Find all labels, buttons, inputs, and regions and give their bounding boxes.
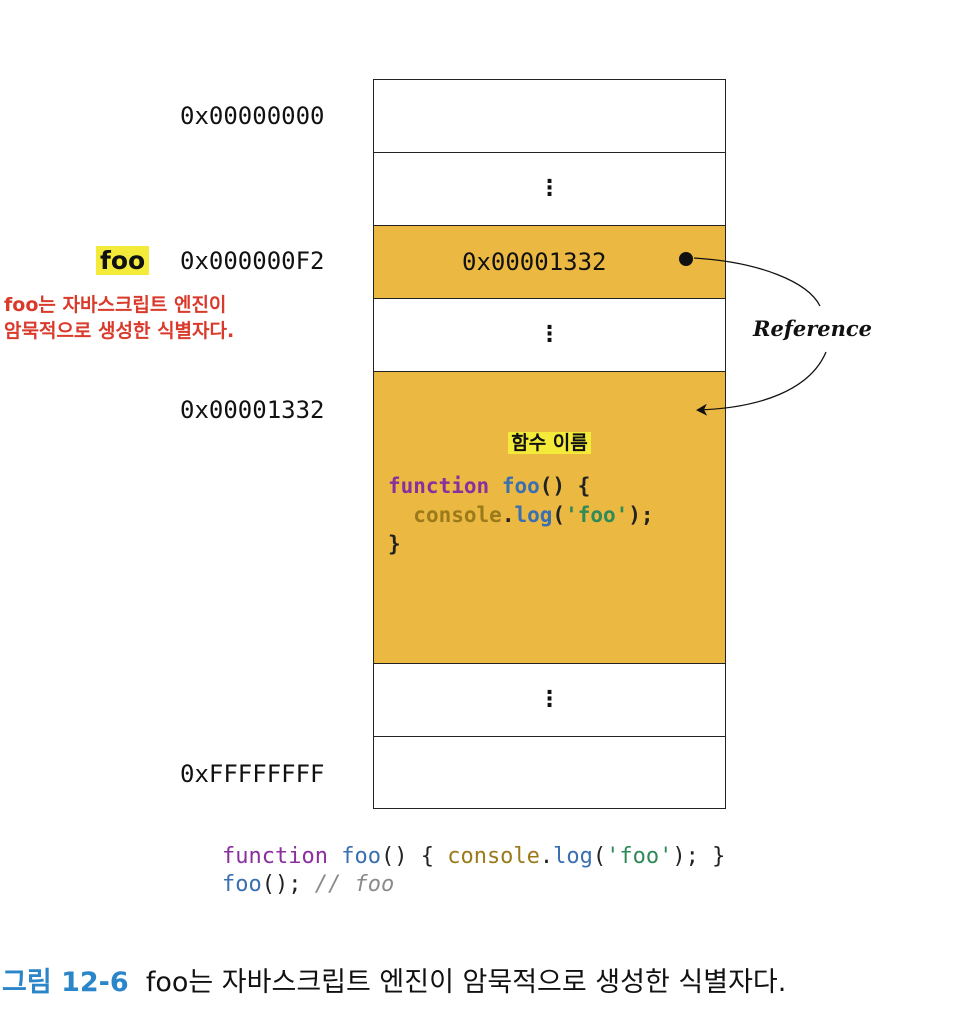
ellipsis-icon: ⋮ (538, 322, 561, 347)
pointer-dot-icon (679, 252, 693, 266)
figure-caption: 그림 12-6 foo는 자바스크립트 엔진이 암묵적으로 생성한 식별자다. (2, 960, 786, 999)
address-bottom: 0xFFFFFFFF (180, 760, 325, 788)
memory-cell-gap-3: ⋮ (374, 664, 725, 737)
memory-diagram: ⋮ 0x00001332 ⋮ 함수 이름 function foo() { co… (373, 79, 726, 809)
reference-label: Reference (753, 316, 873, 341)
identifier-foo: foo (96, 245, 150, 280)
function-name-label: 함수 이름 (508, 432, 591, 454)
reference-arrow (693, 257, 827, 416)
memory-cell-function: 함수 이름 function foo() { console.log('foo'… (374, 372, 725, 664)
ellipsis-icon: ⋮ (538, 176, 561, 201)
caption-number: 그림 12-6 (2, 967, 129, 998)
function-code: function foo() { console.log('foo'); } (388, 474, 654, 556)
address-foo: 0x000000F2 (180, 247, 325, 275)
ellipsis-icon: ⋮ (538, 687, 561, 712)
reference-arrow-lower-curve (696, 351, 827, 416)
reference-arrow-upper-curve (693, 257, 821, 307)
caption-text: foo는 자바스크립트 엔진이 암묵적으로 생성한 식별자다. (145, 967, 787, 998)
foo-cell-value: 0x00001332 (462, 248, 607, 276)
identifier-note: foo는 자바스크립트 엔진이 암묵적으로 생성한 식별자다. (4, 292, 234, 344)
note-line-1: foo는 자바스크립트 엔진이 (4, 294, 227, 316)
note-line-2: 암묵적으로 생성한 식별자다. (4, 320, 235, 342)
memory-cell-foo: 0x00001332 (374, 226, 725, 299)
memory-cell-gap-1: ⋮ (374, 153, 725, 226)
identifier-foo-label: foo (96, 246, 150, 275)
address-top: 0x00000000 (180, 102, 325, 130)
memory-cell-top (374, 80, 725, 153)
function-name-tag: 함수 이름 (374, 430, 725, 457)
memory-cell-gap-2: ⋮ (374, 299, 725, 372)
address-function: 0x00001332 (180, 396, 325, 424)
code-snippet: function foo() { console.log('foo'); } f… (222, 844, 726, 897)
memory-cell-bottom (374, 737, 725, 810)
